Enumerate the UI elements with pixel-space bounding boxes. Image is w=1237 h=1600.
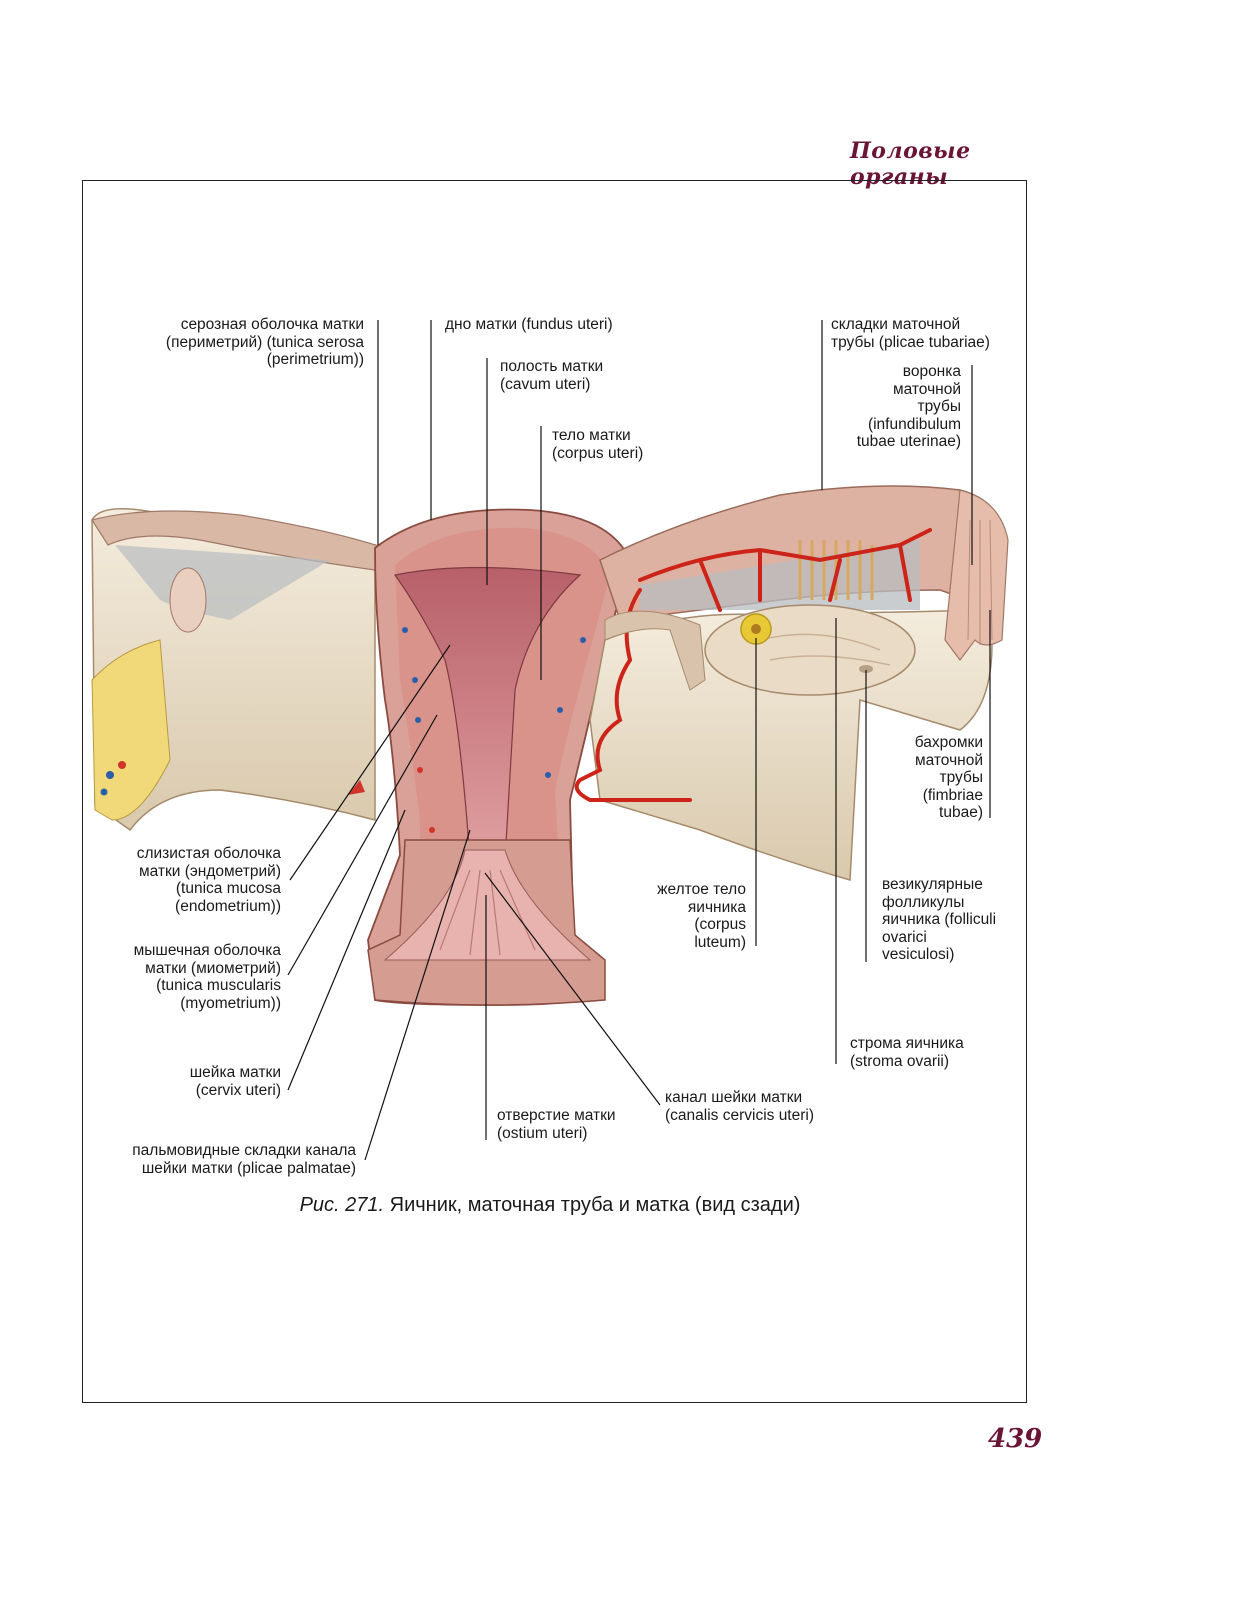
- caption-text: Яичник, маточная труба и матка (вид сзад…: [389, 1194, 801, 1216]
- fimbriae: [944, 489, 1009, 661]
- uterine-artery: [574, 528, 932, 802]
- label-stroma: строма яичника (stroma ovarii): [850, 1035, 964, 1070]
- caption-number: Рис. 271.: [299, 1194, 385, 1216]
- label-folliculi: везикулярные фолликулы яичника (follicul…: [882, 876, 997, 963]
- label-fundus: дно матки (fundus uteri): [445, 316, 613, 333]
- left-mesosalpinx: [115, 545, 330, 620]
- figure-frame: [82, 180, 1027, 1403]
- label-cervix: шейка матки (cervix uteri): [189, 1064, 281, 1099]
- label-plicae-tubariae: складки маточной трубы (plicae tubariae): [831, 316, 990, 351]
- label-corpus: тело матки (corpus uteri): [552, 427, 644, 462]
- label-endometrium: слизистая оболочка матки (эндометрий) (t…: [136, 845, 281, 915]
- page-number: 439: [988, 1424, 1043, 1454]
- label-ostium: отверстие матки (ostium uteri): [497, 1107, 616, 1142]
- figure-caption: Рис. 271. Яичник, маточная труба и матка…: [0, 1194, 1100, 1217]
- label-perimetrium: серозная оболочка матки (периметрий) (tu…: [165, 316, 364, 368]
- label-corpus-luteum: желтое тело яичника (corpus luteum): [657, 881, 746, 951]
- right-mesosalpinx: [640, 540, 920, 610]
- label-cavum: полость матки (cavum uteri): [500, 358, 604, 393]
- label-plicae-palmatae: пальмовидные складки канала шейки матки …: [132, 1142, 356, 1177]
- section-title: Половые органы: [850, 138, 971, 190]
- label-infundibulum: воронка маточной трубы (infundibulum tub…: [856, 363, 961, 450]
- label-myometrium: мышечная оболочка матки (миометрий) (tun…: [133, 942, 281, 1012]
- ovary: [704, 604, 916, 696]
- label-canalis: канал шейки матки (canalis cervicis uter…: [665, 1089, 815, 1124]
- uterine-cavity: [393, 566, 582, 861]
- leader-lines: [287, 320, 991, 1161]
- cervical-canal: [383, 849, 592, 961]
- label-fimbriae: бахромки маточной трубы (fimbriae tubae): [914, 734, 983, 821]
